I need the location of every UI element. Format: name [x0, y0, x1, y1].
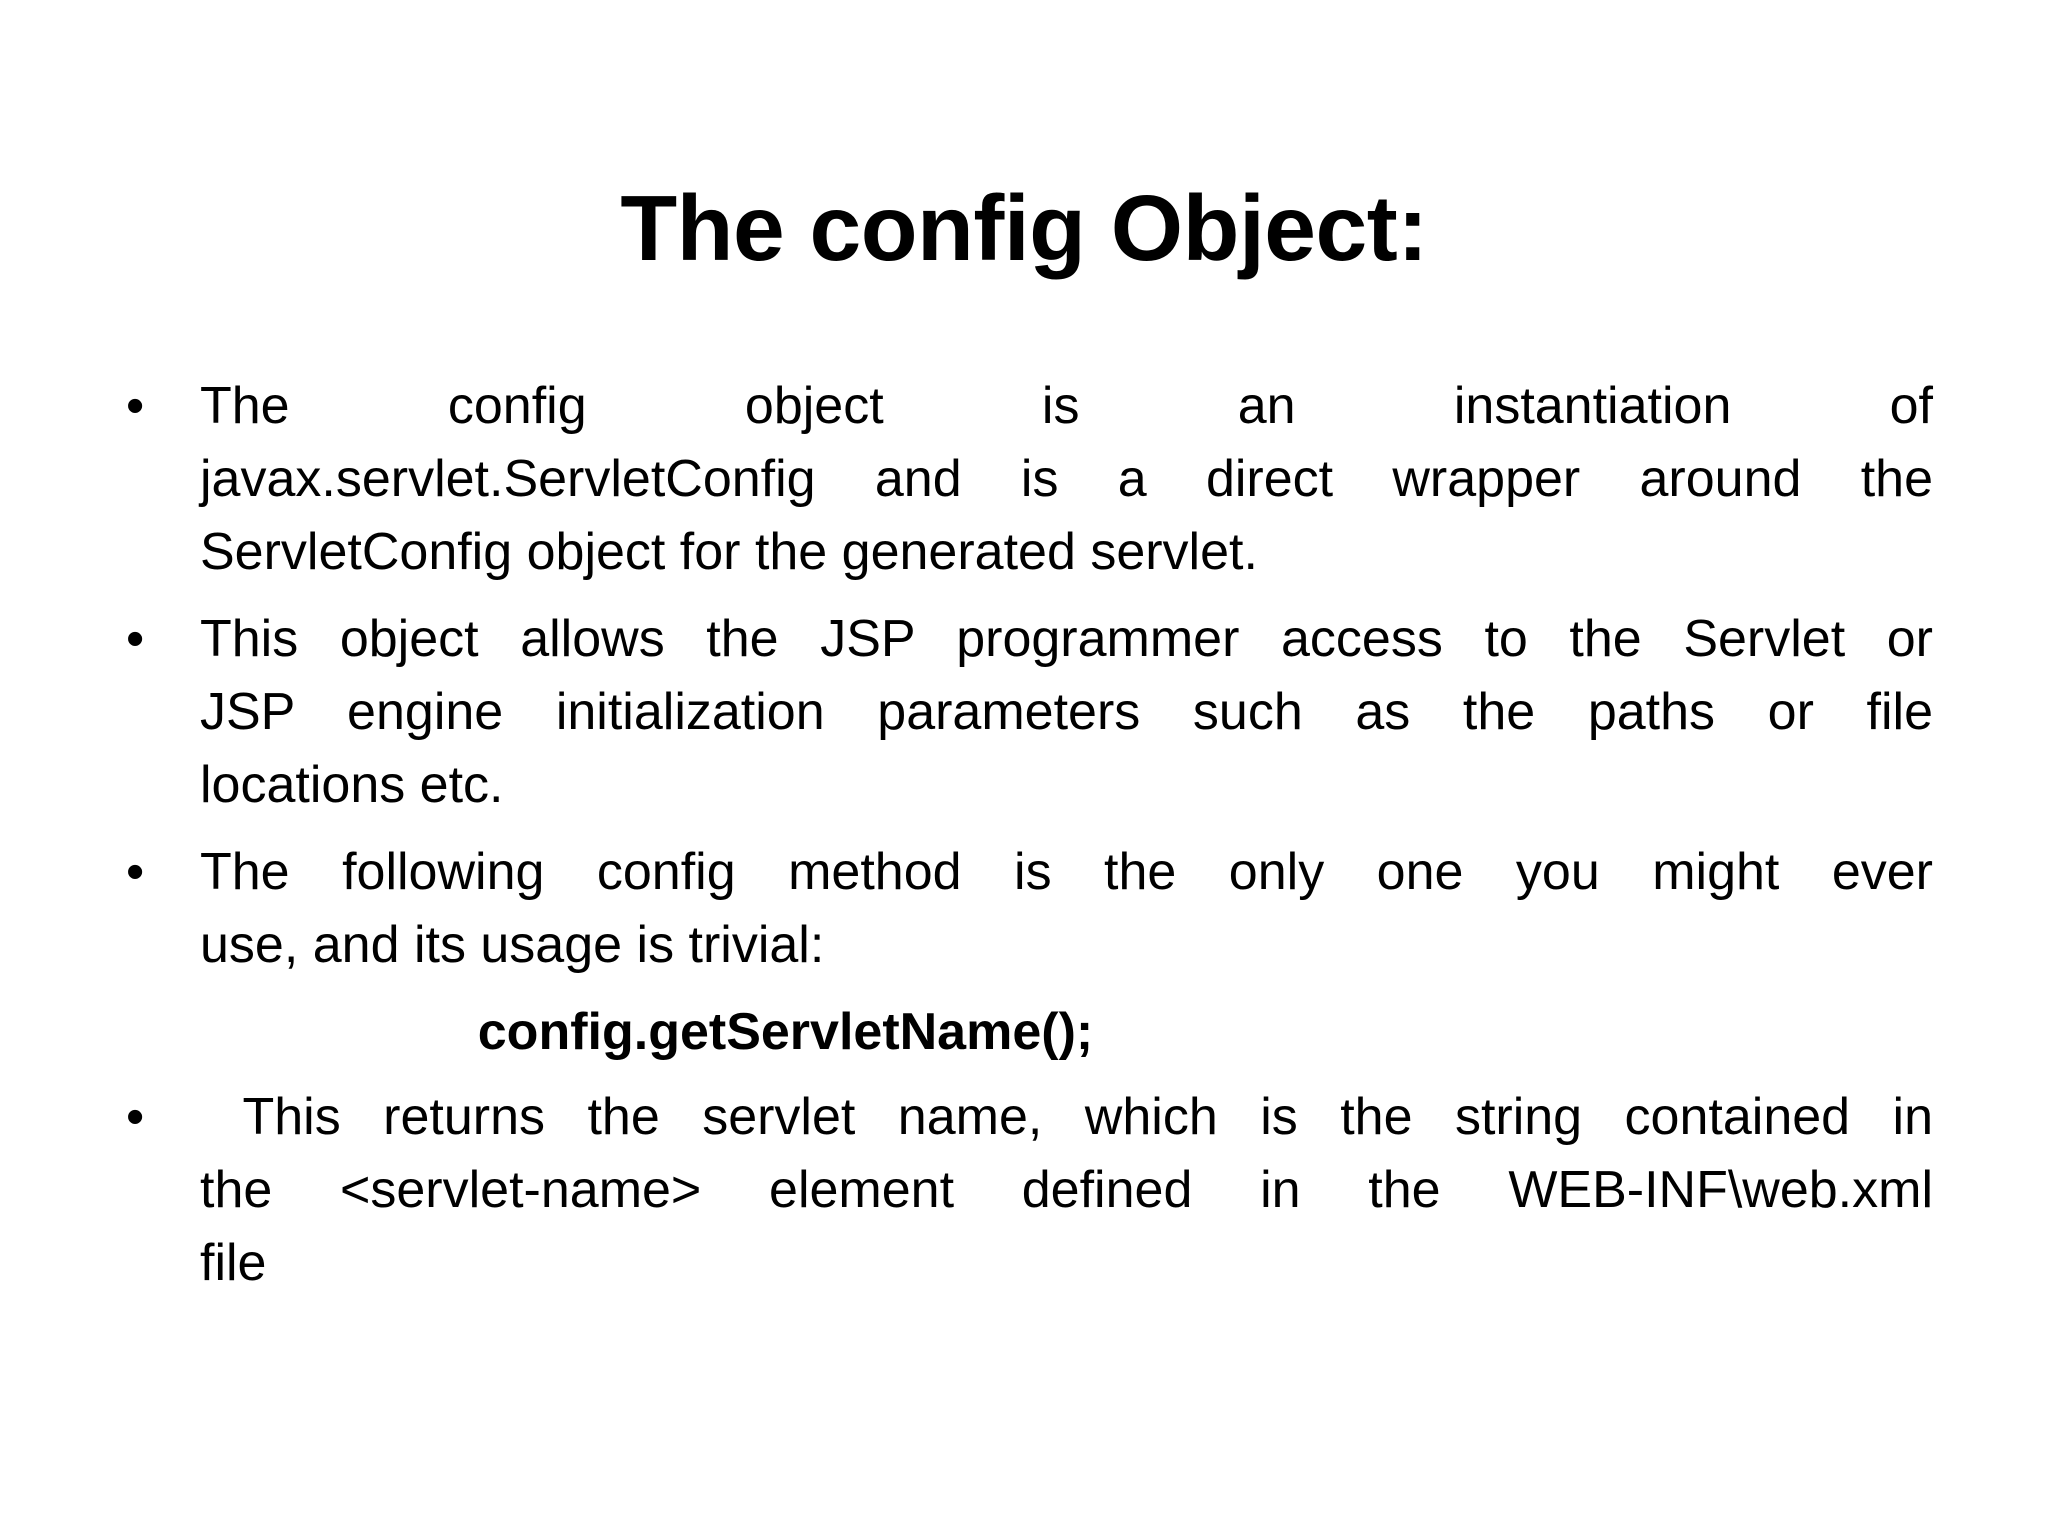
bullet-text-init-parameters: This object allows the JSP programmer ac… [200, 603, 1933, 822]
bullet-line: the <servlet-name> element defined in th… [200, 1161, 1933, 1219]
bullet-line: file [200, 1234, 267, 1292]
bullet-line: The config object is an instantiation of [200, 377, 1933, 435]
bullet-text-servlet-name-return: This returns the servlet name, which is … [200, 1081, 1933, 1300]
bullet-line: This object allows the JSP programmer ac… [200, 610, 1933, 668]
list-item: • The config object is an instantiation … [118, 370, 1933, 589]
slide-body: • The config object is an instantiation … [118, 370, 1933, 1314]
list-item: • This object allows the JSP programmer … [118, 603, 1933, 822]
bullet-line: JSP engine initialization parameters suc… [200, 683, 1933, 741]
bullet-line: ServletConfig object for the generated s… [200, 523, 1258, 581]
bullet-line: This returns the servlet name, which is … [200, 1088, 1934, 1146]
bullet-text-config-instantiation: The config object is an instantiation of… [200, 370, 1933, 589]
bullet-point-icon: • [126, 610, 145, 668]
code-snippet: config.getServletName(); [477, 1003, 1094, 1061]
bullet-line: The following config method is the only … [200, 843, 1933, 901]
bullet-point-icon: • [126, 377, 145, 435]
bullet-line: use, and its usage is trivial: [200, 916, 825, 974]
bullet-text-config-method: The following config method is the only … [200, 836, 1933, 982]
bullet-line: locations etc. [200, 756, 504, 814]
list-item: • The following config method is the onl… [118, 836, 1933, 982]
list-item: • This returns the servlet name, which i… [118, 1081, 1933, 1300]
page-title: The config Object: [620, 176, 1428, 281]
bullet-point-icon: • [126, 1088, 145, 1146]
bullet-point-icon: • [126, 843, 145, 901]
bullet-line: javax.servlet.ServletConfig and is a dir… [200, 450, 1933, 508]
